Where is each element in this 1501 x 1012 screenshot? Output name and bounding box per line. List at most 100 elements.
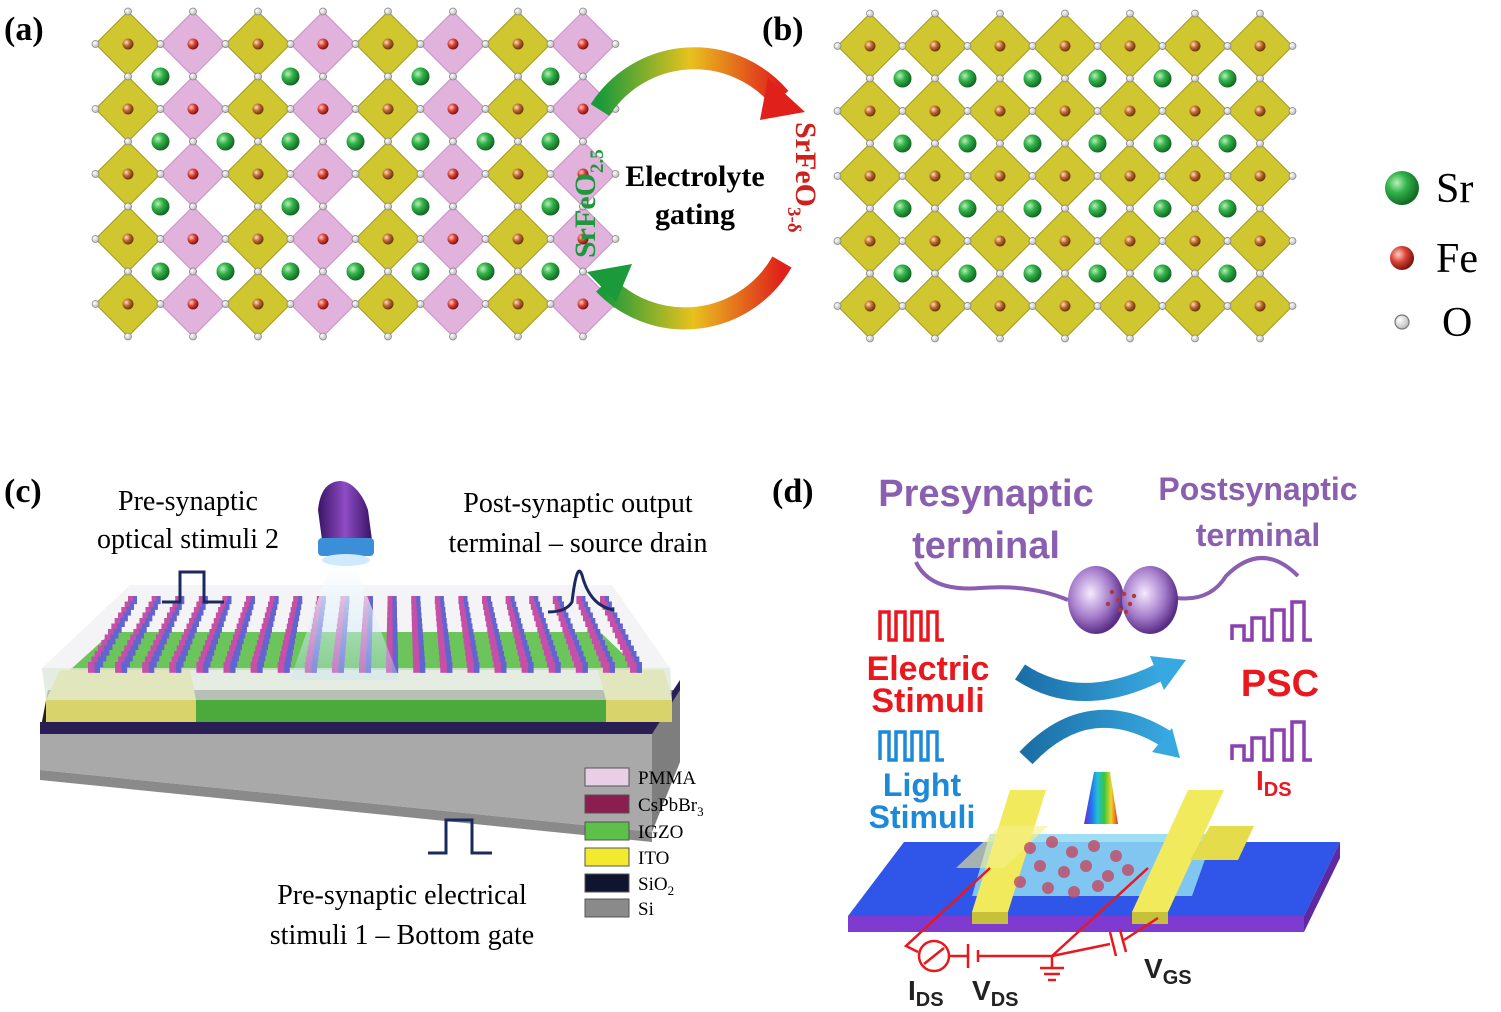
atom-legend: Sr Fe O bbox=[1385, 166, 1478, 346]
gating-cycle: Electrolyte gating SrFeO2.5 SrFeO3-δ bbox=[569, 47, 822, 330]
perovskite-pillar bbox=[172, 601, 182, 610]
fe-atom bbox=[1059, 235, 1071, 247]
fe-atom bbox=[994, 170, 1006, 182]
perovskite-pillar bbox=[387, 601, 397, 610]
o-atom bbox=[546, 170, 555, 178]
postsynaptic-line2: terminal bbox=[1196, 517, 1320, 553]
o-atom bbox=[611, 40, 620, 48]
o-atom bbox=[1191, 269, 1199, 278]
o-atom bbox=[546, 235, 555, 243]
perovskite-pillar-side bbox=[607, 601, 612, 610]
o-atom bbox=[1223, 172, 1232, 180]
o-atom bbox=[1223, 42, 1232, 50]
perovskite-pillar bbox=[386, 651, 398, 662]
formula-srfeo25-main: SrFeO2.5 bbox=[569, 149, 608, 258]
fe-atom bbox=[317, 38, 329, 50]
o-atom bbox=[189, 202, 197, 211]
o-atom bbox=[1028, 302, 1037, 310]
vesicle bbox=[1115, 597, 1121, 603]
perovskite-pillar bbox=[164, 618, 175, 627]
perovskite-pillar bbox=[438, 645, 451, 656]
perovskite-pillar-side bbox=[597, 634, 603, 645]
fe-atom bbox=[929, 170, 941, 182]
o-atom bbox=[286, 105, 295, 113]
perovskite-pillar bbox=[494, 662, 507, 673]
sr-atom bbox=[281, 197, 300, 216]
perovskite-pillar-side bbox=[446, 656, 452, 668]
o-atom bbox=[1028, 237, 1037, 245]
sr-atom bbox=[1023, 69, 1042, 88]
perovskite-pillar bbox=[462, 623, 473, 633]
fe-atom bbox=[122, 103, 134, 115]
perovskite-pillar-side bbox=[207, 651, 213, 662]
perovskite-pillar bbox=[412, 634, 424, 645]
vesicle bbox=[1121, 591, 1127, 597]
perovskite-pillar-side bbox=[161, 634, 167, 645]
igzo-channel-front bbox=[196, 700, 606, 722]
perovskite-pillar bbox=[545, 651, 557, 662]
o-atom bbox=[963, 172, 972, 180]
perovskite-pillar-side bbox=[499, 656, 506, 668]
perovskite-pillar bbox=[625, 651, 637, 662]
o-atom bbox=[254, 202, 262, 211]
o-atom bbox=[898, 302, 907, 310]
perovskite-pillar-side bbox=[147, 612, 153, 622]
perovskite-pillar bbox=[521, 662, 534, 673]
sr-atom bbox=[411, 262, 430, 281]
perovskite-pillar-side bbox=[211, 640, 217, 650]
presynaptic-line2: terminal bbox=[912, 525, 1060, 567]
sr-atom bbox=[1218, 134, 1237, 153]
cycle-arrow-bottom bbox=[596, 256, 792, 330]
perovskite-pillar-side bbox=[287, 645, 293, 656]
perovskite-pillar-side bbox=[612, 612, 618, 622]
sr-atom bbox=[958, 264, 977, 283]
perovskite-pillar-side bbox=[151, 656, 157, 668]
fe-atom bbox=[252, 233, 264, 245]
perovskite-pillar-side bbox=[416, 607, 422, 616]
perovskite-pillar-side bbox=[418, 645, 424, 656]
perovskite-pillar-side bbox=[557, 596, 562, 605]
perovskite-pillar-side bbox=[139, 629, 144, 639]
o-atom bbox=[579, 332, 587, 341]
fe-atom bbox=[1059, 300, 1071, 312]
psc-label: PSC bbox=[1241, 663, 1319, 705]
legend-pmma-label: PMMA bbox=[638, 768, 696, 789]
sr-atom bbox=[1218, 199, 1237, 218]
perovskite-pillar-side bbox=[227, 596, 232, 605]
perovskite-pillar bbox=[458, 596, 468, 605]
perovskite-pillar-side bbox=[392, 618, 398, 627]
perovskite-pillar bbox=[133, 629, 144, 639]
perovskite-pillar-side bbox=[180, 651, 186, 662]
perovskite-pillar-side bbox=[590, 618, 596, 627]
perovskite-pillar-side bbox=[113, 629, 119, 639]
o-atom bbox=[221, 235, 230, 243]
sr-atom bbox=[958, 134, 977, 153]
perovskite-pillar bbox=[602, 662, 615, 673]
perovskite-pillar bbox=[573, 656, 586, 668]
perovskite-pillar bbox=[91, 656, 104, 668]
perovskite-pillar bbox=[591, 634, 603, 645]
si-substrate-front-shade bbox=[40, 770, 652, 842]
perovskite-pillar bbox=[387, 618, 398, 627]
o-atom bbox=[286, 235, 295, 243]
o-atom bbox=[931, 74, 939, 83]
sr-atom bbox=[151, 197, 170, 216]
perovskite-pillar bbox=[437, 629, 449, 639]
perovskite-pillar-side bbox=[249, 601, 254, 610]
sr-atom bbox=[346, 262, 365, 281]
perovskite-pillar bbox=[290, 607, 301, 616]
fe-atom bbox=[317, 233, 329, 245]
o-atom bbox=[221, 170, 230, 178]
perovskite-pillar bbox=[509, 612, 520, 622]
legend-o-ball bbox=[1394, 314, 1410, 330]
perovskite-pillar-side bbox=[175, 662, 182, 673]
perovskite-pillar bbox=[161, 623, 172, 633]
perovskite-pillar-side bbox=[94, 662, 100, 673]
perovskite-pillar bbox=[607, 612, 618, 622]
perovskite-pillar-side bbox=[296, 601, 302, 610]
fe-atom bbox=[577, 168, 589, 180]
perovskite-pillar-side bbox=[491, 618, 497, 627]
o-atom bbox=[1126, 74, 1134, 83]
perovskite-pillar-side bbox=[265, 629, 271, 639]
perovskite-pillar-side bbox=[496, 640, 502, 650]
